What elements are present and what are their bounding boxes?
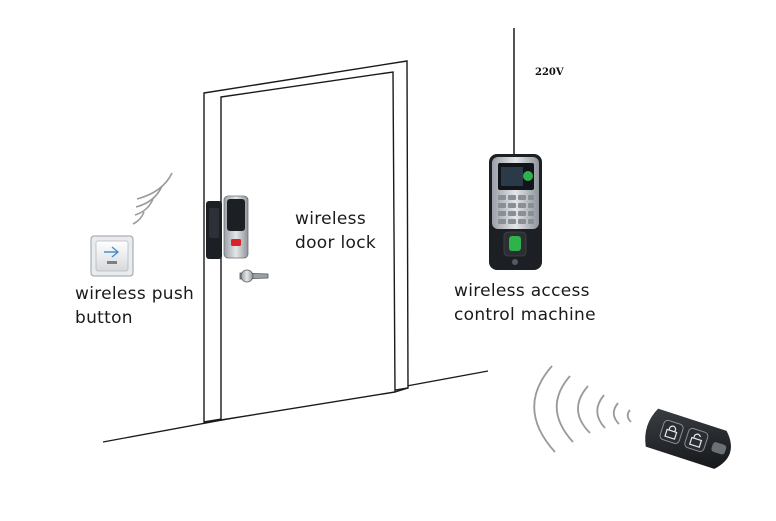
wireless-signal-icon [132, 172, 173, 225]
remote-unlock-icon [688, 433, 703, 448]
access-control-device [489, 154, 542, 270]
door-lock-label-line-2: door lock [295, 233, 377, 253]
access-machine-label-line-1: wireless access [454, 281, 590, 301]
access-machine-label-line-2: control machine [454, 305, 596, 325]
push-button-label-line-1: wireless push [75, 284, 195, 304]
push-button-label: wireless push button [75, 282, 194, 330]
voltage-label: 220V [535, 67, 564, 78]
door-lock-device [206, 195, 269, 283]
door-lock-label: wireless door lock [295, 207, 376, 255]
push-button-device [90, 235, 134, 277]
door [203, 60, 409, 423]
remote-control-device [645, 408, 731, 469]
remote-lock-icon [664, 425, 678, 440]
push-button-label-line-2: button [75, 308, 133, 328]
door-lock-label-line-1: wireless [295, 209, 366, 229]
access-machine-label: wireless access control machine [454, 279, 596, 327]
wireless-signal-icon [533, 365, 632, 453]
